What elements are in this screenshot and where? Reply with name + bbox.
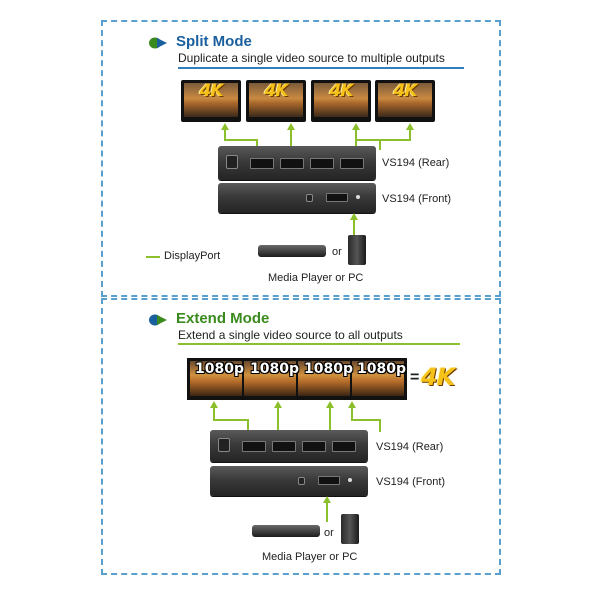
split-mode-subtitle: Duplicate a single video source to multi… <box>178 51 445 65</box>
extend-mode-underline <box>178 343 460 345</box>
extend-mode-title: Extend Mode <box>176 310 270 327</box>
pc-tower-icon <box>348 235 366 265</box>
split-mode-underline <box>178 67 464 69</box>
extend-vs194-rear <box>210 430 368 462</box>
status-led <box>348 478 352 482</box>
split-monitor-3: 4K <box>311 80 371 122</box>
split-mode-bullet-icon <box>149 37 167 49</box>
wall-segment-2 <box>244 361 298 396</box>
displayport-out-1 <box>242 441 266 452</box>
power-port-icon <box>218 438 230 452</box>
power-port-icon <box>226 155 238 169</box>
wall-segment-1 <box>190 361 244 396</box>
split-monitor-2: 4K <box>246 80 306 122</box>
displayport-in <box>340 158 364 169</box>
split-4k-badge-2: 4K <box>264 81 288 101</box>
resolution-label-1: 1080p <box>195 361 244 377</box>
front-port <box>318 476 340 485</box>
split-mode-title: Split Mode <box>176 33 252 50</box>
resolution-label-4: 1080p <box>357 361 406 377</box>
displayport-out-3 <box>302 441 326 452</box>
split-4k-badge-1: 4K <box>199 81 223 101</box>
extend-video-wall <box>187 358 407 400</box>
extend-rear-label: VS194 (Rear) <box>376 441 444 453</box>
front-port <box>326 193 348 202</box>
resolution-label-3: 1080p <box>304 361 353 377</box>
media-player-icon <box>258 245 326 257</box>
displayport-out-1 <box>250 158 274 169</box>
extend-input-arrow <box>323 496 331 522</box>
equals-sign: = <box>410 369 420 386</box>
displayport-legend-label: DisplayPort <box>164 250 221 262</box>
wall-segment-3 <box>298 361 352 396</box>
split-monitor-1: 4K <box>181 80 241 122</box>
pc-tower-icon <box>341 514 359 544</box>
split-rear-label: VS194 (Rear) <box>382 157 450 169</box>
status-led <box>356 195 360 199</box>
extend-front-label: VS194 (Front) <box>376 476 446 488</box>
extend-source-label: Media Player or PC <box>262 551 358 563</box>
extend-vs194-front <box>210 466 368 496</box>
resolution-label-2: 1080p <box>250 361 299 377</box>
extend-4k-result: 4K <box>421 363 455 391</box>
split-monitor-4: 4K <box>375 80 435 122</box>
led-icon <box>306 194 313 202</box>
split-or-text: or <box>332 246 342 258</box>
extend-or-text: or <box>324 527 334 539</box>
displayport-out-2 <box>272 441 296 452</box>
split-vs194-rear <box>218 146 376 180</box>
split-4k-badge-3: 4K <box>329 81 353 101</box>
extend-mode-subtitle: Extend a single video source to all outp… <box>178 328 403 342</box>
led-icon <box>298 477 305 485</box>
displayport-in <box>332 441 356 452</box>
extend-connection-arrows <box>210 401 381 432</box>
split-front-label: VS194 (Front) <box>382 193 452 205</box>
displayport-legend-line <box>146 256 160 258</box>
displayport-out-2 <box>280 158 304 169</box>
extend-mode-bullet-icon <box>149 314 167 326</box>
split-connection-arrows <box>221 123 414 150</box>
split-vs194-front <box>218 183 376 213</box>
split-source-label: Media Player or PC <box>268 272 364 284</box>
displayport-out-3 <box>310 158 334 169</box>
split-4k-badge-4: 4K <box>393 81 417 101</box>
media-player-icon <box>252 525 320 537</box>
